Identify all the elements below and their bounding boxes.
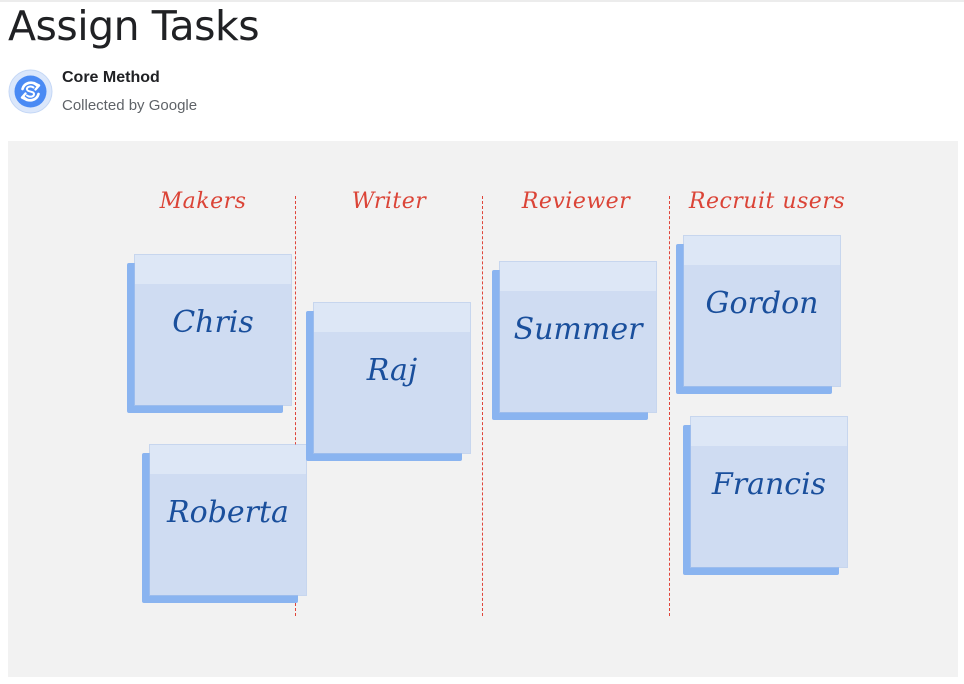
note-name: Roberta (167, 495, 289, 530)
column-divider (295, 196, 296, 616)
column-divider (669, 196, 670, 616)
note-body (314, 303, 470, 453)
note-body (135, 255, 291, 405)
sticky-note-chris[interactable]: Chris (127, 255, 295, 415)
note-top-strip (135, 255, 291, 284)
note-name: Chris (172, 305, 254, 340)
note-top-strip (691, 417, 847, 446)
note-name: Gordon (705, 286, 819, 321)
note-top-strip (500, 262, 656, 291)
column-header-reviewer: Reviewer (521, 189, 631, 214)
sticky-note-francis[interactable]: Francis (683, 417, 851, 577)
sticky-note-raj[interactable]: Raj (306, 303, 474, 463)
source-name[interactable]: Core Method (62, 69, 160, 86)
column-divider (482, 196, 483, 616)
note-name: Raj (366, 353, 418, 388)
note-top-strip (314, 303, 470, 332)
top-divider (0, 0, 964, 2)
note-top-strip (150, 445, 306, 474)
note-top-strip (684, 236, 840, 265)
column-header-writer: Writer (351, 189, 427, 214)
note-name: Summer (513, 312, 643, 347)
note-name: Francis (711, 467, 827, 502)
page-title: Assign Tasks (8, 2, 260, 50)
sticky-note-roberta[interactable]: Roberta (142, 445, 310, 605)
source-collected-by: Collected by Google (62, 97, 198, 114)
sticky-note-summer[interactable]: Summer (492, 262, 660, 422)
column-header-makers: Makers (159, 189, 247, 214)
note-body (684, 236, 840, 386)
column-header-recruit-users: Recruit users (688, 189, 846, 214)
note-body (150, 445, 306, 595)
note-body (691, 417, 847, 567)
note-body (500, 262, 656, 412)
sticky-note-gordon[interactable]: Gordon (676, 236, 844, 396)
sync-icon[interactable] (8, 69, 53, 114)
task-board: Makers Writer Reviewer Recruit users Chr… (8, 141, 958, 677)
